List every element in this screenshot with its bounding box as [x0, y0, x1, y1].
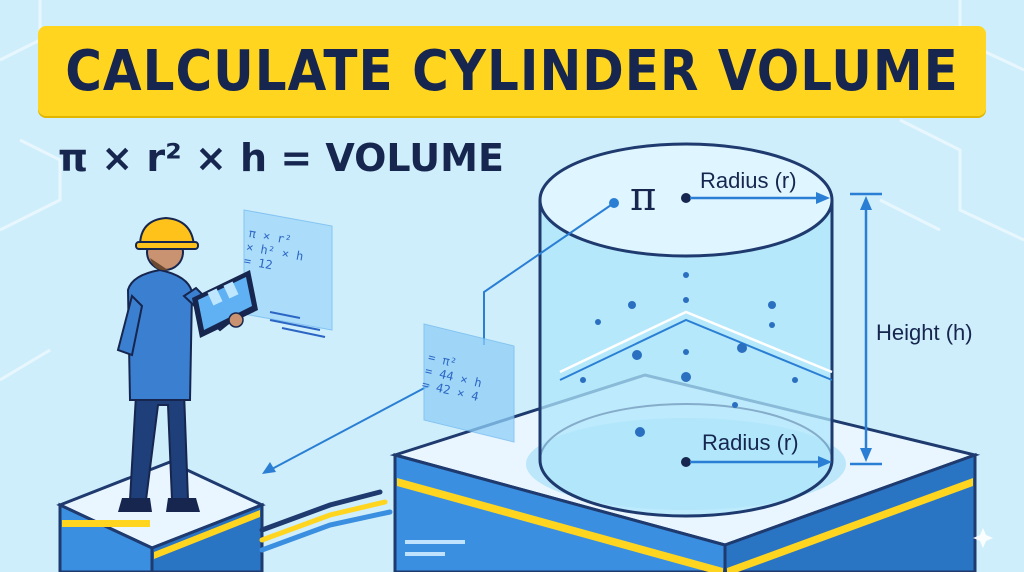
pi-symbol-label: π	[630, 174, 657, 220]
connector-lines	[262, 198, 619, 474]
height-label: Height (h)	[876, 320, 973, 345]
page-title: CALCULATE CYLINDER VOLUME	[65, 38, 959, 104]
engineer-figure	[116, 216, 258, 512]
radius-bottom-label: Radius (r)	[702, 430, 799, 455]
title-banner: CALCULATE CYLINDER VOLUME	[38, 26, 986, 116]
calc-card	[423, 323, 515, 443]
particle-dots	[580, 272, 798, 437]
volume-formula: π × r² × h = VOLUME	[58, 136, 504, 180]
sparkle-icon	[973, 528, 993, 548]
left-platform	[56, 460, 266, 572]
connecting-rails	[259, 489, 393, 553]
radius-top-label: Radius (r)	[700, 168, 797, 193]
dimension-arrows	[681, 192, 882, 468]
